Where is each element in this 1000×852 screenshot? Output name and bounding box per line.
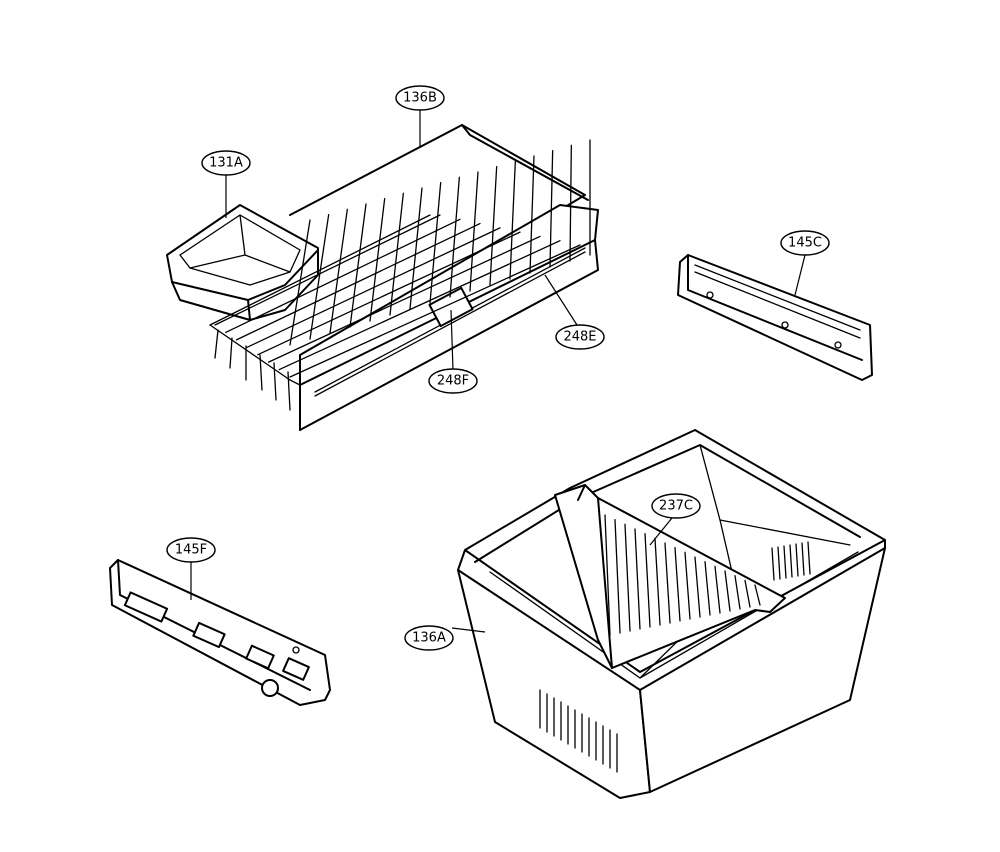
callout-248f: 248F [428,368,478,394]
label-145f: 145F [175,543,207,558]
part-145c-rail [677,254,873,381]
part-237c-divider [554,484,786,669]
label-237c: 237C [659,499,693,514]
part-136a-bin [457,429,886,799]
callout-136b: 136B [395,85,445,111]
callout-145c: 145C [780,230,830,256]
label-136b: 136B [403,91,437,106]
callout-145f: 145F [166,537,216,563]
part-145f-rail [109,559,331,706]
part-136b-wire-basket [209,124,599,431]
label-131a: 131A [209,156,243,171]
part-131a-small-bin [166,204,319,321]
label-248f: 248F [437,374,469,389]
callout-237c: 237C [651,493,701,519]
label-136a: 136A [412,631,446,646]
label-248e: 248E [563,330,596,345]
callout-131a: 131A [201,150,251,176]
callout-136a: 136A [404,625,454,651]
callout-248e: 248E [555,324,605,350]
label-145c: 145C [788,236,822,251]
leader-lines [190,110,806,633]
